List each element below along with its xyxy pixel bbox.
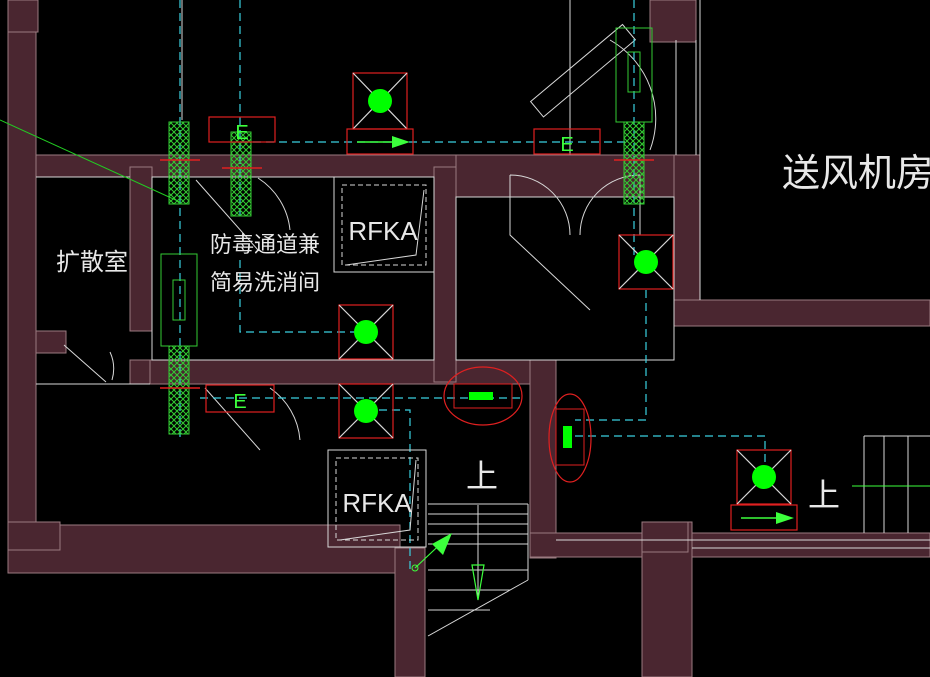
wall-stair-left <box>394 547 426 677</box>
rfka-label: RFKA <box>348 216 418 246</box>
exhaust-label: E <box>235 122 248 144</box>
wall-fan-room-left <box>673 154 701 311</box>
door-swing-expansion <box>63 344 115 383</box>
exhaust-label: E <box>560 134 573 156</box>
filter-columns <box>160 27 653 435</box>
walls <box>7 0 930 677</box>
exhaust-label: E <box>233 391 246 413</box>
fan-unit-right <box>618 234 674 290</box>
duct-right-lower <box>575 435 766 470</box>
door-swing-double-left <box>509 174 591 311</box>
rfka-label: RFKA <box>342 488 412 518</box>
fan-unit-decon <box>338 304 394 360</box>
arrow-box-corridor <box>730 504 798 531</box>
filter-unit-core <box>627 51 641 93</box>
door-leaf-diagonal <box>529 23 637 118</box>
rfka-door-upper <box>333 176 435 273</box>
room-label-supply-fan: 送风机房 <box>782 151 930 195</box>
wall-bottom-right <box>529 532 930 558</box>
room-label-decon-1: 防毒通道兼 <box>210 233 320 258</box>
filter-unit <box>615 27 653 123</box>
fan-unit-lower <box>338 383 394 439</box>
duct-decon-loop <box>239 260 366 333</box>
door-arc-top <box>609 39 657 151</box>
duct-right-vertical <box>575 290 647 421</box>
stair-up-label: 上 <box>808 476 840 514</box>
wall-left-corner <box>7 521 61 551</box>
filter-unit <box>160 253 198 347</box>
exhaust-box-top-left <box>208 116 276 143</box>
wall-expansion-right-lower <box>129 359 153 385</box>
room-label-decon-2: 简易洗消间 <box>210 271 320 296</box>
wall-expansion-right <box>129 166 153 332</box>
exhaust-box-top-right <box>533 128 601 155</box>
filter-hatch <box>623 121 645 205</box>
wall-fan-room-column <box>649 0 697 43</box>
red-ticks <box>160 159 654 389</box>
wall-left-outer <box>7 0 37 549</box>
room-label-expansion: 扩散室 <box>56 248 128 276</box>
wall-bottom-left <box>7 524 401 574</box>
wall-middle-vertical <box>433 166 457 383</box>
damper-horizontal <box>443 366 523 426</box>
wall-expansion-bottom <box>35 330 67 354</box>
duct-to-rfka <box>366 409 411 570</box>
door-swing-lower <box>204 387 301 451</box>
fan-unit-corridor <box>736 449 792 505</box>
fan-units <box>338 72 792 505</box>
rfka-door-lower <box>327 449 427 548</box>
exhaust-boxes <box>205 116 601 413</box>
filter-hatch <box>168 121 190 205</box>
wall-right-bottom-stub <box>641 521 689 553</box>
right-room-outline <box>455 196 675 361</box>
filter-hatch <box>230 131 252 217</box>
flow-arrow-boxes <box>346 128 798 531</box>
stair-up-label: 上 <box>466 457 498 495</box>
stair-diagonal <box>427 579 529 637</box>
stair-arrows <box>411 485 930 601</box>
door-swing-decon <box>195 177 291 251</box>
wall-middle-horizontal <box>149 359 557 385</box>
arrow-box-top <box>346 128 414 155</box>
filter-unit-core <box>172 279 186 321</box>
filter-hatch <box>168 345 190 435</box>
exhaust-box-lower <box>205 384 275 413</box>
damper-vertical <box>548 393 592 483</box>
leader-line <box>0 119 181 203</box>
fan-unit-top <box>352 72 408 130</box>
wall-fan-room-bottom <box>673 299 930 327</box>
wall-left-top-stub <box>7 0 39 33</box>
